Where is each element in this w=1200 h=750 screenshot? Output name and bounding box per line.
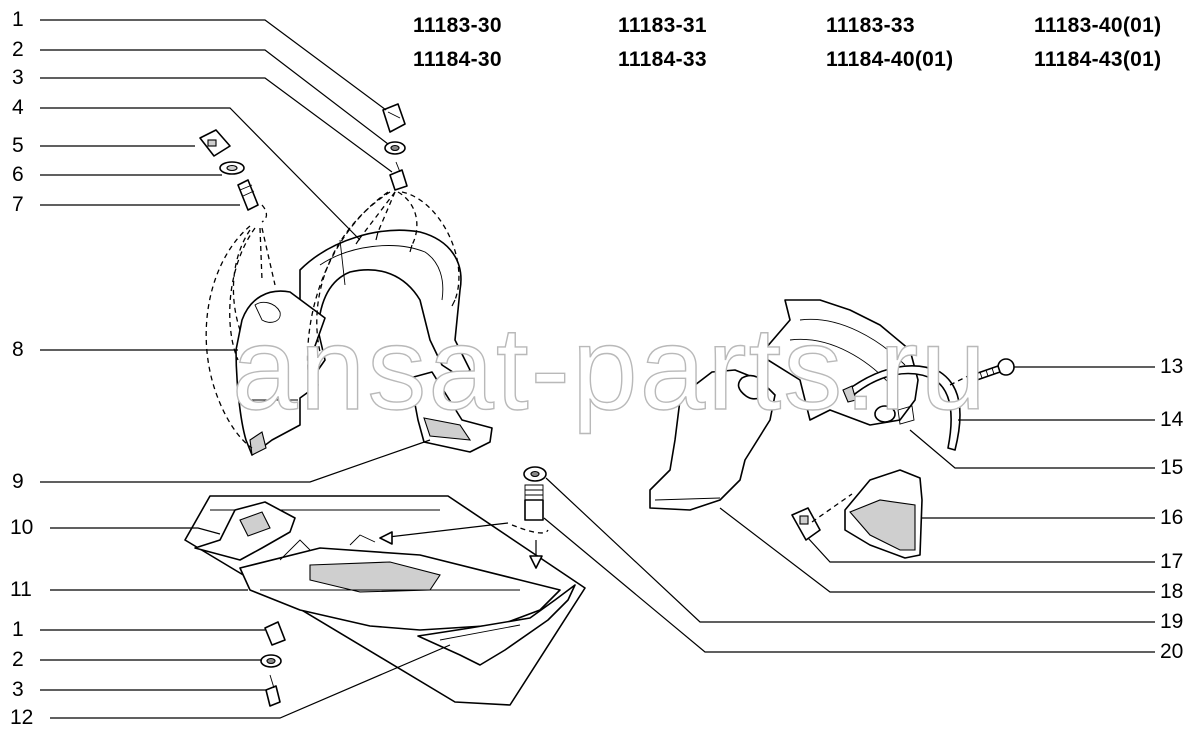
screw	[974, 358, 1015, 381]
leader-lines	[40, 19, 451, 719]
model-code: 11183-31	[618, 14, 707, 37]
callout-number: 13	[1160, 355, 1184, 378]
washer	[384, 141, 406, 155]
nut-clip	[264, 621, 286, 646]
callout-number: 14	[1160, 408, 1184, 431]
clip	[199, 129, 231, 157]
callout-number: 16	[1160, 506, 1184, 529]
callout-number: 2	[12, 38, 24, 61]
callout-number: 3	[12, 678, 24, 701]
model-code: 11183-30	[413, 14, 502, 37]
leader-lines	[543, 366, 1155, 653]
engine-splash-shield	[184, 495, 586, 706]
callout-number: 1	[12, 618, 24, 641]
screw	[389, 161, 408, 191]
screw	[237, 179, 259, 211]
callout-number: 17	[1160, 550, 1184, 573]
model-code: 11184-40(01)	[826, 48, 954, 71]
assembly-lines	[205, 191, 460, 449]
model-code: 11184-43(01)	[1034, 48, 1162, 71]
callout-number: 5	[12, 134, 24, 157]
model-codes: 11183-30 11184-30 11183-31 11184-33 1118…	[0, 10, 1200, 80]
assembly-lines	[811, 493, 853, 523]
body-detail	[874, 405, 915, 425]
callout-number: 20	[1160, 640, 1184, 663]
callout-number: 9	[12, 470, 24, 493]
callout-number: 6	[12, 163, 24, 186]
callout-number: 10	[10, 516, 34, 539]
callout-number: 8	[12, 338, 24, 361]
callout-number: 1	[12, 8, 24, 31]
assembly-lines	[379, 522, 549, 569]
fender-liner-right	[649, 299, 919, 511]
model-code: 11183-33	[826, 14, 915, 37]
callout-number: 12	[10, 706, 34, 729]
washer	[219, 161, 245, 175]
model-code: 11184-30	[413, 48, 502, 71]
callout-number: 7	[12, 193, 24, 216]
washer	[260, 654, 282, 668]
callout-number: 11	[10, 578, 32, 601]
callout-number: 3	[12, 66, 24, 89]
mud-flap-left	[409, 371, 493, 453]
callout-number: 15	[1160, 456, 1184, 479]
mud-flap-right	[844, 469, 923, 559]
callout-number: 19	[1160, 610, 1184, 633]
nut-clip	[382, 103, 406, 133]
clip	[791, 507, 821, 541]
washer	[523, 466, 547, 482]
model-code: 11183-40(01)	[1034, 14, 1162, 37]
screw	[265, 674, 281, 707]
bolt	[524, 484, 544, 521]
callout-number: 2	[12, 648, 24, 671]
wheel-arch-trim	[842, 365, 961, 451]
callout-number: 18	[1160, 580, 1184, 603]
fender-liner-left	[235, 229, 471, 456]
assembly-lines	[949, 374, 971, 386]
callout-number: 4	[12, 96, 24, 119]
model-code: 11184-33	[618, 48, 707, 71]
